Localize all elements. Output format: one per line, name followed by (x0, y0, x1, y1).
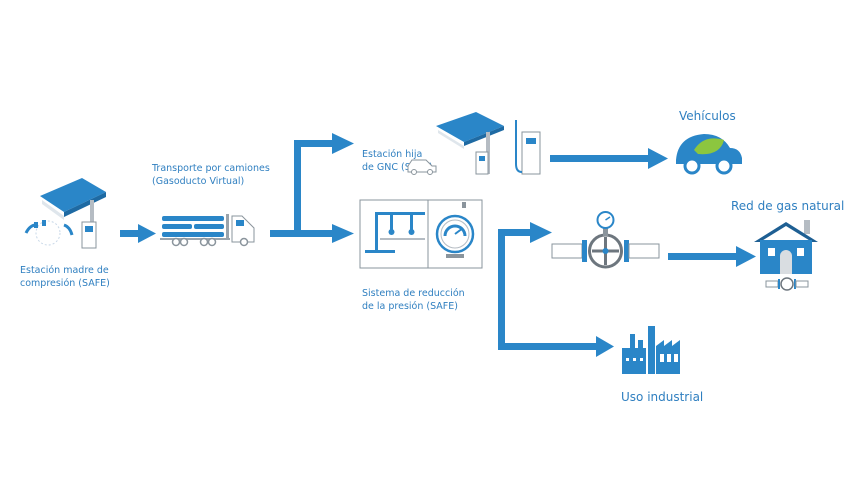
label-line: de la presión (SAFE) (362, 301, 458, 312)
arrow-truck-to-split (270, 133, 354, 243)
label-line: Sistema de reducción (362, 288, 465, 299)
arrow-reduccion-branch (498, 222, 614, 357)
label-line: compresión (SAFE) (20, 278, 110, 289)
label-transporte: Transporte por camiones (Gasoducto Virtu… (152, 162, 270, 188)
label-reduccion: Sistema de reducción de la presión (SAFE… (362, 287, 465, 313)
arrow-madre-to-truck (120, 224, 156, 243)
label-industrial: Uso industrial (621, 390, 704, 404)
arrow-hija-to-vehiculos (550, 148, 668, 169)
label-line: Estación madre de (20, 265, 109, 276)
label-line: Transporte por camiones (152, 163, 270, 174)
label-red-gas: Red de gas natural (731, 199, 845, 213)
label-estacion-hija: Estación hija de GNC (SAFE) (362, 148, 433, 174)
label-line: de GNC (SAFE) (362, 162, 433, 173)
arrow-valve-to-house (668, 246, 756, 267)
label-line: Estación hija (362, 149, 423, 160)
label-vehiculos: Vehículos (679, 109, 736, 123)
label-estacion-madre: Estación madre de compresión (SAFE) (20, 264, 110, 290)
label-line: (Gasoducto Virtual) (152, 176, 245, 187)
small-valve-icon (765, 277, 809, 291)
